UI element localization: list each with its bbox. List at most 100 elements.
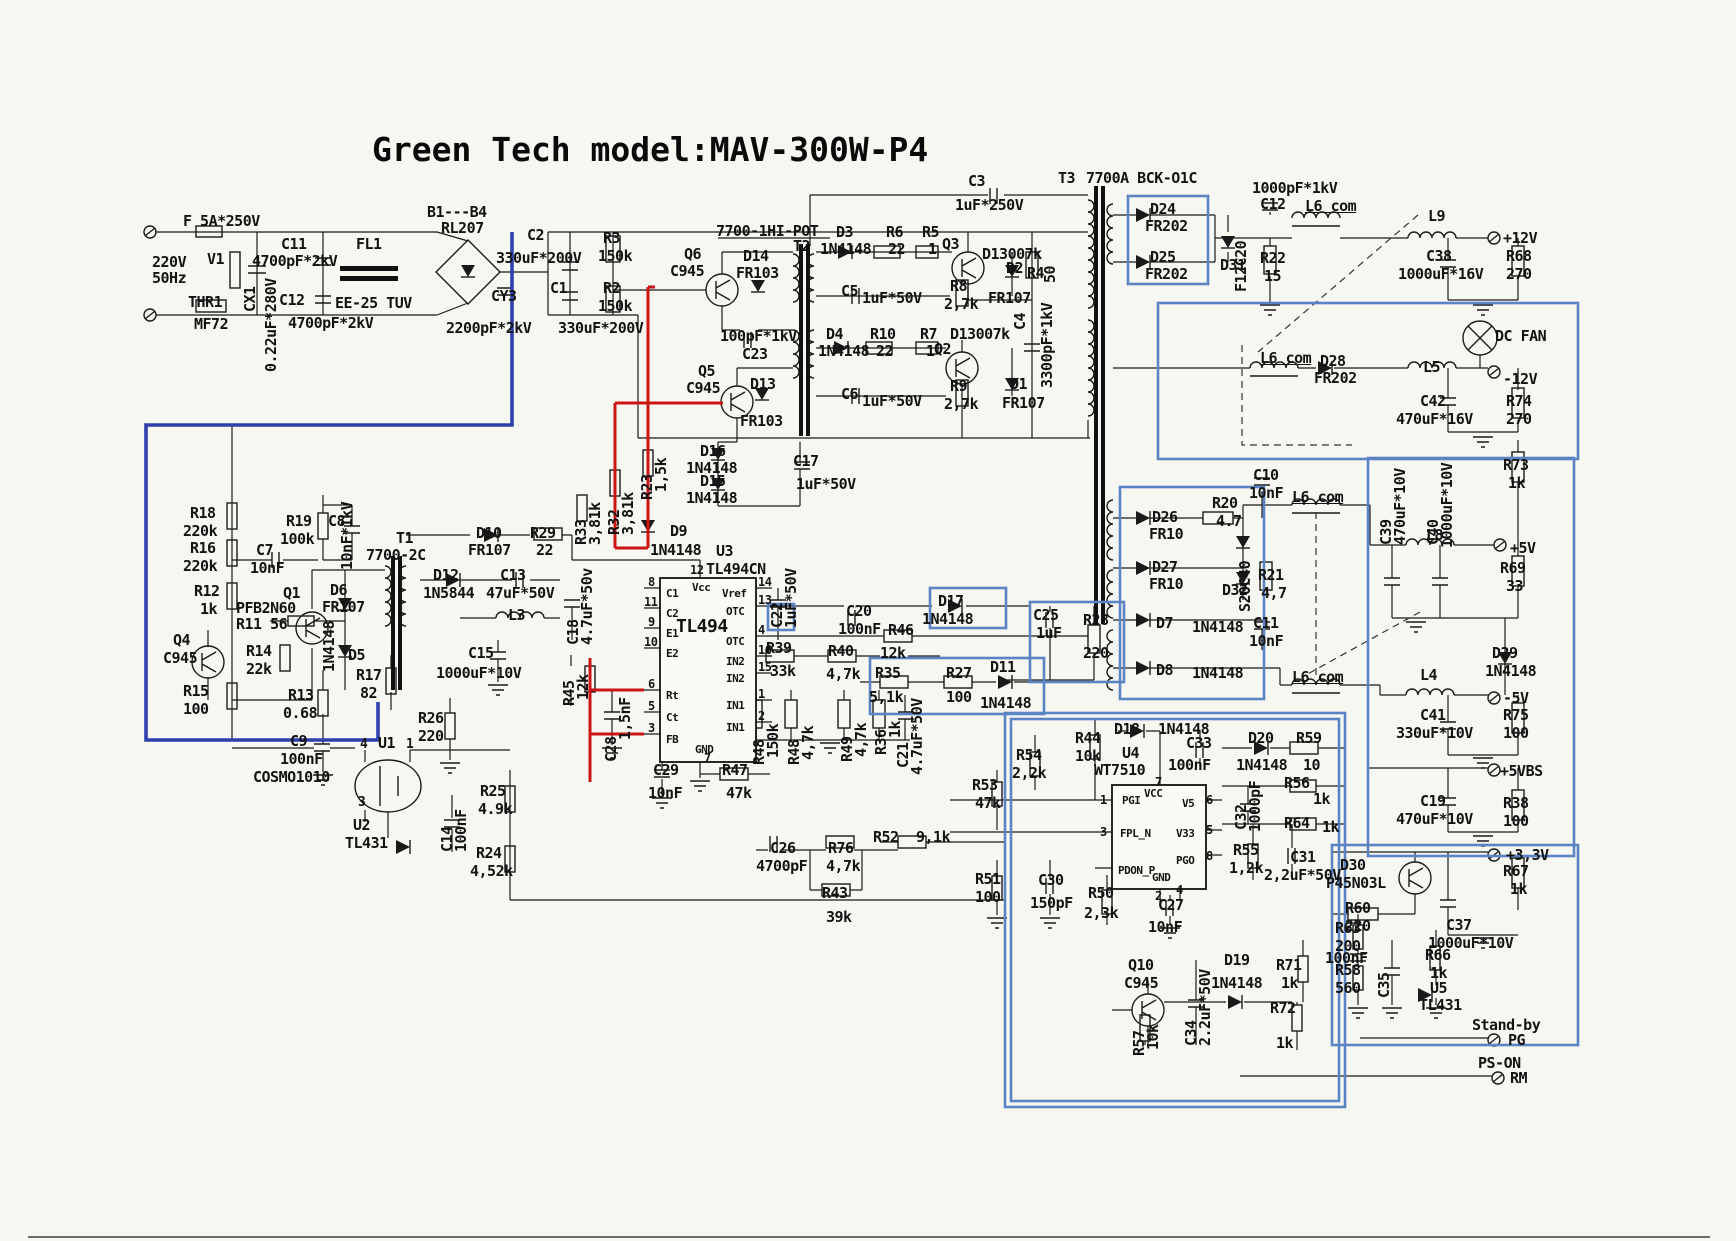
schematic-label: 1uF*50V [782, 568, 800, 628]
schematic-label: R38 [1503, 794, 1529, 812]
bridge-rectifier [435, 239, 501, 305]
schematic-label: 16 [758, 643, 772, 657]
schematic-label: R59 [1296, 729, 1322, 747]
schematic-label: 1000uF*10V [436, 664, 522, 682]
schematic-label: Q5 [698, 362, 716, 380]
schematic-label: D29 [1492, 644, 1518, 662]
schematic-label: FB [666, 733, 679, 746]
schematic-label: 3,81k [586, 502, 604, 545]
schematic-label: 1k [1276, 1034, 1294, 1052]
schematic-label: R40 [828, 642, 854, 660]
schematic-label: Q6 [684, 245, 702, 263]
schematic-label: 4,52k [470, 862, 513, 880]
schematic-label: R24 [476, 844, 502, 862]
schematic-label: 2 [758, 709, 765, 723]
schematic-label: V1 [207, 250, 225, 268]
schematic-label: +5V [1510, 539, 1536, 557]
highlight-boxes [766, 194, 1580, 1109]
schematic-label: FR202 [1145, 265, 1188, 283]
schematic-label: 330uF*200V [558, 319, 644, 337]
schematic-label: D8 [1156, 661, 1174, 679]
schematic-label: R73 [1503, 456, 1529, 474]
schematic-label: 4700pF [756, 857, 808, 875]
schematic-label: L6 com [1305, 197, 1357, 215]
schematic-label: 4,7k [826, 665, 861, 683]
schematic-label: 13 [758, 593, 772, 607]
schematic-label: L6 com [1292, 488, 1344, 506]
schematic-label: 4,7k [826, 857, 861, 875]
schematic-label: 100 [183, 700, 209, 718]
schematic-label: 10nF [1249, 632, 1284, 650]
schematic-label: R66 [1425, 946, 1451, 964]
schematic-label: P45N03L [1326, 874, 1386, 892]
schematic-label: 1N4148 [1192, 664, 1244, 682]
schematic-label: L6 com [1260, 349, 1312, 367]
schematic-label: 1N4148 [1236, 756, 1288, 774]
schematic-label: RM [1510, 1069, 1528, 1087]
schematic-label: C30 [1038, 871, 1064, 889]
schematic-label: F12C20 [1232, 240, 1250, 292]
schematic-label: C20 [846, 602, 872, 620]
schematic-label: R50 [1088, 884, 1114, 902]
schematic-label: FR202 [1314, 369, 1357, 387]
schematic-label: 4.7uF*50V [908, 698, 926, 775]
schematic-label: TL494 [676, 616, 728, 637]
schematic-label: Q1 [283, 584, 301, 602]
schematic-label: 12 [690, 563, 704, 577]
schematic-label: R29 [530, 524, 556, 542]
schematic-label: V33 [1176, 827, 1195, 840]
schematic-label: 10k [1144, 1024, 1162, 1050]
schematic-label: 22 [876, 342, 894, 360]
schematic-label: 7 [1155, 775, 1162, 789]
schematic-label: 6 [648, 677, 655, 691]
schematic-label: C945 [163, 649, 198, 667]
schematic-label: R68 [1506, 247, 1532, 265]
schematic-label: R52 [873, 828, 899, 846]
schematic-label: 1 [758, 687, 765, 701]
schematic-label: R56 [1284, 774, 1310, 792]
schematic-label: D13 [750, 375, 776, 393]
schematic-label: D15 [700, 472, 726, 490]
schematic-label: C3 [968, 172, 986, 190]
schematic-label: FR107 [1002, 394, 1045, 412]
schematic-label: PGI [1122, 794, 1141, 807]
schematic-label: D9 [670, 522, 688, 540]
schematic-label: 2,7k [944, 395, 979, 413]
schematic-label: 330uF*200V [496, 249, 582, 267]
schematic-label: 3300pF*1kV [1038, 302, 1056, 388]
schematic-label: 100nF [1325, 949, 1368, 967]
schematic-label: 4.7uF*50v [578, 568, 596, 645]
schematic-label: U2 [353, 816, 371, 834]
schematic-label: -12V [1503, 370, 1538, 388]
schematic-label: R71 [1276, 956, 1302, 974]
schematic-label: 22 [888, 240, 906, 258]
schematic-label: 1k [1508, 474, 1526, 492]
schematic-label: 1 [926, 342, 935, 360]
schematic-label: 100 [1503, 724, 1529, 742]
schematic-label: 1uF*50V [862, 392, 922, 410]
schematic-label: 1 [928, 240, 937, 258]
schematic-label: 10nF [1249, 484, 1284, 502]
schematic-label: 7700-2C [366, 546, 426, 564]
schematic-label: 5 [1206, 823, 1213, 837]
schematic-label: 200 [1335, 937, 1361, 955]
schematic-label: C945 [670, 262, 705, 280]
schematic-label: 10k [1075, 747, 1101, 765]
schematic-label: C29 [653, 761, 679, 779]
schematic-label: 12k [880, 644, 906, 662]
schematic-label: 1N4148 [820, 240, 872, 258]
schematic-label: 4700pF*2kV [252, 252, 338, 270]
schematic-label: FR103 [740, 412, 783, 430]
schematic-label: R27 [946, 664, 972, 682]
schematic-label: R16 [190, 539, 216, 557]
schematic-label: D5 [348, 646, 366, 664]
schematic-label: L5 [1423, 358, 1441, 376]
schematic-label: D14 [743, 247, 769, 265]
schematic-label: R58 [1335, 961, 1361, 979]
schematic-label: 1,5k [652, 457, 670, 492]
schematic-label: 12k [574, 674, 592, 700]
schematic-label: 39k [826, 908, 852, 926]
schematic-label: 270 [1506, 410, 1532, 428]
schematic-label: D16 [700, 442, 726, 460]
